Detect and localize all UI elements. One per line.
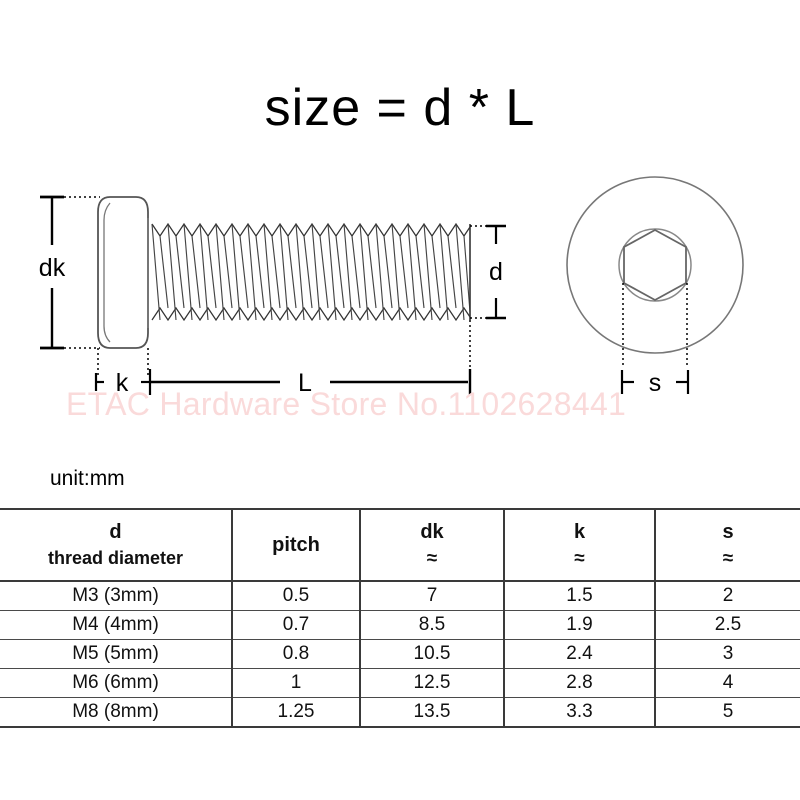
- cell-dk: 13.5: [359, 697, 504, 728]
- cell-k: 2.8: [503, 668, 655, 698]
- col-header-dk-approx: ≈: [426, 547, 438, 569]
- col-header-d: d thread diameter: [0, 508, 232, 582]
- screw-threaded-shank: [151, 222, 471, 322]
- unit-label: unit:mm: [50, 467, 125, 490]
- cell-pitch: 1: [231, 668, 360, 698]
- col-header-dk-top: dk: [420, 520, 444, 543]
- cell-k: 1.5: [503, 581, 655, 611]
- col-header-s-top: s: [722, 520, 734, 543]
- table-body: M3 (3mm) 0.5 7 1.5 2 M4 (4mm) 0.7 8.5 1.…: [0, 581, 800, 728]
- spec-table-container: d thread diameter pitch dk ≈ k ≈: [0, 508, 800, 728]
- col-header-d-sub: thread diameter: [47, 548, 184, 569]
- s-label: s: [649, 369, 662, 397]
- table-header: d thread diameter pitch dk ≈ k ≈: [0, 508, 800, 582]
- col-header-dk: dk ≈: [359, 508, 504, 582]
- screw-spec-table: d thread diameter pitch dk ≈ k ≈: [0, 508, 800, 728]
- col-header-pitch-top: pitch: [272, 533, 320, 556]
- cell-d: M4 (4mm): [0, 610, 232, 640]
- table-row: M8 (8mm) 1.25 13.5 3.3 5: [0, 697, 800, 728]
- cell-dk: 7: [359, 581, 504, 611]
- col-header-s-approx: ≈: [722, 547, 734, 569]
- L-label: L: [298, 369, 312, 397]
- screw-head: [97, 196, 149, 349]
- cell-dk: 12.5: [359, 668, 504, 698]
- L-dimension: L: [150, 369, 472, 397]
- cell-d: M5 (5mm): [0, 639, 232, 669]
- table-row: M6 (6mm) 1 12.5 2.8 4: [0, 668, 800, 698]
- dk-dimension: dk: [39, 195, 100, 350]
- k-label: k: [116, 369, 129, 397]
- cell-pitch: 0.5: [231, 581, 360, 611]
- cell-s: 4: [654, 668, 800, 698]
- cell-d: M6 (6mm): [0, 668, 232, 698]
- dk-label: dk: [39, 254, 66, 282]
- cell-d: M3 (3mm): [0, 581, 232, 611]
- cell-d: M8 (8mm): [0, 697, 232, 728]
- cell-s: 2.5: [654, 610, 800, 640]
- cell-k: 3.3: [503, 697, 655, 728]
- page-title: size = d * L: [264, 79, 536, 137]
- table-row: M3 (3mm) 0.5 7 1.5 2: [0, 581, 800, 611]
- screw-dimension-diagram: dk: [39, 176, 744, 397]
- table-header-row: d thread diameter pitch dk ≈ k ≈: [0, 508, 800, 582]
- col-header-pitch: pitch: [231, 508, 360, 582]
- cell-k: 2.4: [503, 639, 655, 669]
- d-dimension: d: [470, 224, 506, 320]
- cell-k: 1.9: [503, 610, 655, 640]
- col-header-k-approx: ≈: [574, 547, 585, 569]
- cell-pitch: 0.7: [231, 610, 360, 640]
- s-dimension: s: [620, 369, 690, 397]
- store-watermark: ETAC Hardware Store No.1102628441: [66, 386, 627, 422]
- col-header-k: k ≈: [503, 508, 655, 582]
- cell-dk: 10.5: [359, 639, 504, 669]
- table-row: M5 (5mm) 0.8 10.5 2.4 3: [0, 639, 800, 669]
- d-label: d: [489, 258, 503, 286]
- col-header-k-top: k: [573, 520, 586, 543]
- cell-s: 5: [654, 697, 800, 728]
- extension-lines: [97, 320, 471, 376]
- cell-pitch: 1.25: [231, 697, 360, 728]
- screw-top-view: [566, 176, 744, 366]
- cell-pitch: 0.8: [231, 639, 360, 669]
- col-header-d-top: d: [109, 521, 122, 544]
- cell-s: 2: [654, 581, 800, 611]
- table-row: M4 (4mm) 0.7 8.5 1.9 2.5: [0, 610, 800, 640]
- cell-s: 3: [654, 639, 800, 669]
- col-header-s: s ≈: [654, 508, 800, 582]
- cell-dk: 8.5: [359, 610, 504, 640]
